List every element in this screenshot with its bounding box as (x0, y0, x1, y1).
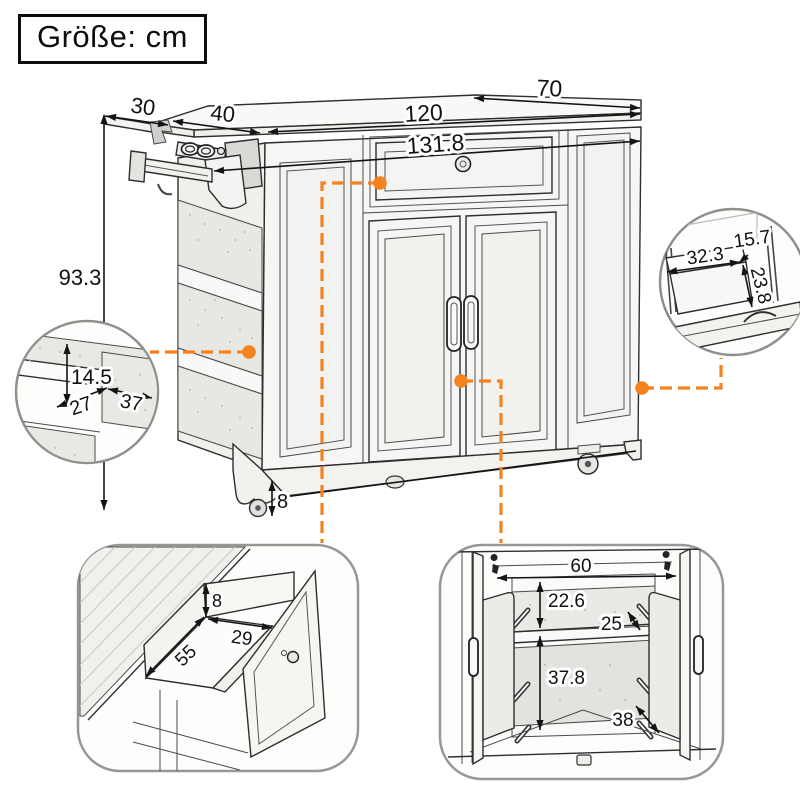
tilt-bin-inset: 32.3 15.7 23.8 (658, 207, 800, 357)
dim-label-leaf-extension: 30 (129, 92, 157, 120)
dim-label-cabinet-lower-height: 37.8 (548, 668, 585, 689)
dim-label-overall-height: 93.3 (59, 265, 102, 290)
drawer-inset: 8 29 55 (76, 543, 360, 773)
door-handle-left (446, 296, 462, 352)
dim-label-shelf-width: 37 (118, 390, 144, 416)
open-door-right (648, 591, 681, 741)
inset-door-handle-left (468, 637, 479, 677)
dim-drawer-inner-height: 8 (202, 584, 225, 617)
hinge-left (490, 554, 499, 574)
dim-label-countertop-depth: 70 (536, 74, 563, 101)
dim-countertop-depth: 70 (473, 71, 641, 112)
side-shelf-inset: 14.5 27 37 (14, 319, 160, 465)
drawer-knob (454, 155, 472, 173)
bin-door-handle (743, 311, 777, 323)
leaf-hinge-bracket (149, 119, 173, 145)
connector-doors (461, 379, 503, 543)
open-door-left (482, 591, 515, 742)
hinge-right (662, 551, 671, 571)
towel-bar-mount (204, 154, 247, 210)
holder-ring (196, 144, 216, 158)
cabinet-inset-art (447, 547, 717, 766)
holder-ring (180, 142, 200, 156)
dim-label-drawer-inner-height: 8 (212, 591, 222, 611)
drawer-inset-art (79, 546, 326, 771)
kitchen-island-cart (103, 94, 642, 518)
double-doors (368, 211, 557, 463)
dim-label-drawer-inner-width: 29 (230, 627, 254, 651)
dim-label-shelf-opening-height: 14.5 (71, 366, 112, 389)
callout-dot-bin (635, 381, 649, 395)
callout-dot-drawer (373, 176, 387, 190)
dim-shelf-opening-height: 14.5 (63, 344, 115, 404)
callout-dot-shelf (242, 345, 256, 359)
dim-side-section: 40 (172, 97, 261, 136)
dim-label-cabinet-upper-depth: 25 (601, 614, 622, 635)
main-dimensions: 30 40 120 70 (59, 71, 641, 516)
drawer-inset-knob (286, 650, 300, 664)
dim-label-cabinet-upper-height: 22.6 (548, 591, 585, 612)
connector-drawer (320, 181, 380, 543)
dim-cabinet-lower-depth: 38 (609, 705, 660, 734)
towel-hook (157, 183, 173, 196)
unit-label: Größe: cm (37, 19, 188, 54)
dim-countertop-width: 120 (267, 96, 641, 136)
dim-cabinet-inner-width: 60 (496, 553, 677, 582)
left-door-panel (279, 158, 352, 458)
dim-cabinet-upper-depth: 25 (598, 611, 641, 638)
side-rack (128, 138, 263, 210)
unit-label-box: Größe: cm (18, 14, 207, 64)
dim-label-side-section: 40 (209, 100, 236, 127)
callout-dot-doors (454, 374, 468, 388)
inset-door-handle-right (693, 635, 704, 675)
dim-label-overall-width: 131.8 (406, 129, 465, 159)
callout-connectors (150, 176, 723, 543)
drawer-front-panel (242, 569, 326, 759)
dim-label-cabinet-inner-width: 60 (570, 556, 591, 577)
connector-bin (642, 358, 723, 390)
cabinet-front (261, 126, 642, 471)
shelf-texture-dots (189, 214, 253, 431)
right-door-panel (576, 132, 631, 424)
dim-label-countertop-width: 120 (404, 99, 444, 127)
dim-label-base-height: 8 (277, 491, 288, 513)
dim-cabinet-upper-height: 22.6 (536, 582, 588, 628)
dim-cabinet-lower-height: 37.8 (536, 636, 588, 730)
cabinet-inset: 60 22.6 25 37.8 (438, 543, 725, 781)
dim-base-height: 8 (268, 450, 637, 516)
door-handle-right (463, 295, 479, 350)
dim-label-cabinet-lower-depth: 38 (612, 710, 633, 731)
